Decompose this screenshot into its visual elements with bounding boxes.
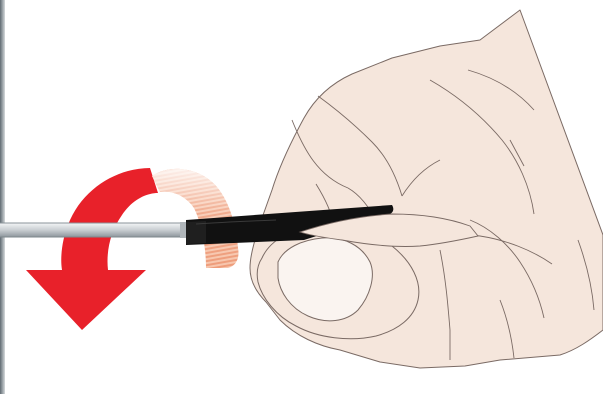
finger-overlap xyxy=(298,213,479,247)
hand-icon xyxy=(249,9,603,369)
left-edge-strip xyxy=(0,0,5,394)
curved-arrow-icon xyxy=(26,168,158,330)
wire-icon xyxy=(0,222,196,238)
thumbnail xyxy=(277,237,373,322)
tool-icon xyxy=(186,205,394,245)
